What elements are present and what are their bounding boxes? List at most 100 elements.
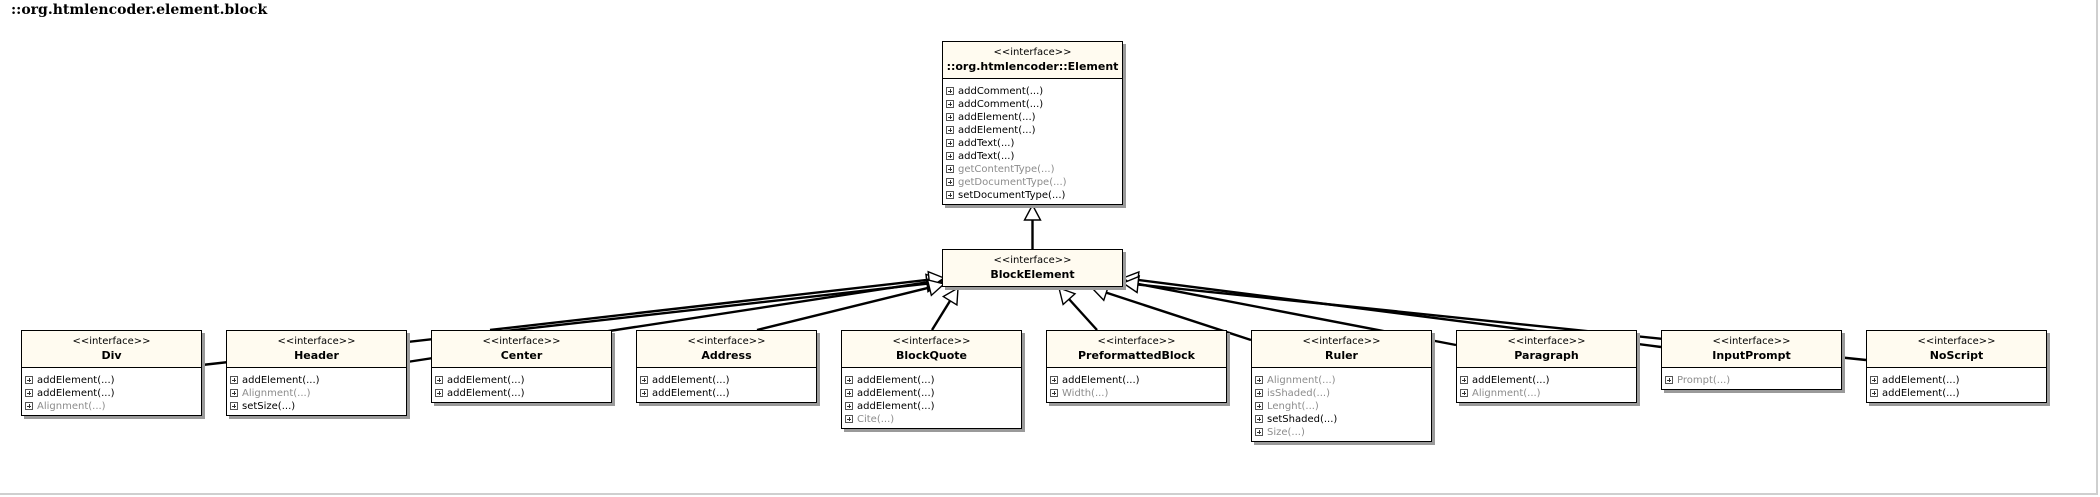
expand-plus-icon[interactable]	[230, 402, 238, 410]
expand-plus-icon[interactable]	[1050, 376, 1058, 384]
operation-row[interactable]: Alignment(...)	[230, 387, 406, 400]
operation-row[interactable]: addElement(...)	[1870, 374, 2046, 387]
operation-row[interactable]: setSize(...)	[230, 400, 406, 413]
operations-compartment: addElement(...)Alignment(...)setSize(...…	[227, 368, 406, 415]
expand-plus-icon[interactable]	[640, 389, 648, 397]
expand-plus-icon[interactable]	[435, 389, 443, 397]
operation-row[interactable]: Size(...)	[1255, 426, 1431, 439]
operation-row[interactable]: addElement(...)	[435, 374, 611, 387]
expand-plus-icon[interactable]	[1870, 389, 1878, 397]
class-box-noscript[interactable]: <<interface>>NoScript addElement(...)addE…	[1866, 330, 2047, 403]
expand-plus-icon[interactable]	[1255, 415, 1263, 423]
operation-row[interactable]: Cite(...)	[845, 413, 1021, 426]
expand-plus-icon[interactable]	[1255, 428, 1263, 436]
generalization-line-address[interactable]	[756, 286, 930, 332]
generalization-line-preformattedblock[interactable]	[1068, 298, 1098, 331]
operation-row[interactable]: Width(...)	[1050, 387, 1226, 400]
expand-plus-icon[interactable]	[946, 113, 954, 121]
operation-row[interactable]: addElement(...)	[640, 387, 816, 400]
generalization-line-blockquote[interactable]	[930, 300, 952, 331]
expand-plus-icon[interactable]	[1665, 376, 1673, 384]
expand-plus-icon[interactable]	[230, 376, 238, 384]
operation-row[interactable]: addElement(...)	[1870, 387, 2046, 400]
stereotype-label: <<interface>>	[277, 336, 356, 347]
expand-plus-icon[interactable]	[946, 152, 954, 160]
operations-compartment: addElement(...)addElement(...)	[637, 368, 816, 402]
operation-row[interactable]: Lenght(...)	[1255, 400, 1431, 413]
operation-row[interactable]: addElement(...)	[1050, 374, 1226, 387]
operation-row[interactable]: Alignment(...)	[25, 400, 201, 413]
expand-plus-icon[interactable]	[640, 376, 648, 384]
expand-plus-icon[interactable]	[1255, 402, 1263, 410]
package-title: ::org.htmlencoder.element.block	[11, 2, 268, 18]
expand-plus-icon[interactable]	[946, 139, 954, 147]
operation-label: getDocumentType(...)	[958, 177, 1067, 188]
class-box-blockelement[interactable]: <<interface>>BlockElement	[942, 249, 1123, 287]
operation-row[interactable]: Alignment(...)	[1460, 387, 1636, 400]
expand-plus-icon[interactable]	[1255, 389, 1263, 397]
operation-row[interactable]: isShaded(...)	[1255, 387, 1431, 400]
stereotype-label: <<interface>>	[993, 47, 1072, 58]
operation-row[interactable]: addElement(...)	[946, 111, 1122, 124]
operation-row[interactable]: addElement(...)	[25, 387, 201, 400]
operation-row[interactable]: addElement(...)	[25, 374, 201, 387]
class-header: <<interface>>NoScript	[1867, 331, 2046, 368]
expand-plus-icon[interactable]	[946, 126, 954, 134]
expand-plus-icon[interactable]	[845, 376, 853, 384]
operation-row[interactable]: addText(...)	[946, 137, 1122, 150]
expand-plus-icon[interactable]	[845, 402, 853, 410]
expand-plus-icon[interactable]	[1050, 389, 1058, 397]
operation-row[interactable]: Alignment(...)	[1255, 374, 1431, 387]
operation-row[interactable]: setDocumentType(...)	[946, 189, 1122, 202]
operation-row[interactable]: addElement(...)	[845, 387, 1021, 400]
operation-row[interactable]: addComment(...)	[946, 98, 1122, 111]
operation-row[interactable]: addText(...)	[946, 150, 1122, 163]
expand-plus-icon[interactable]	[946, 87, 954, 95]
expand-plus-icon[interactable]	[946, 100, 954, 108]
operation-row[interactable]: addElement(...)	[230, 374, 406, 387]
operation-row[interactable]: addElement(...)	[640, 374, 816, 387]
operation-row[interactable]: addElement(...)	[435, 387, 611, 400]
operation-row[interactable]: addElement(...)	[845, 400, 1021, 413]
expand-plus-icon[interactable]	[25, 389, 33, 397]
expand-plus-icon[interactable]	[845, 415, 853, 423]
expand-plus-icon[interactable]	[230, 389, 238, 397]
expand-plus-icon[interactable]	[435, 376, 443, 384]
operation-row[interactable]: getDocumentType(...)	[946, 176, 1122, 189]
operation-row[interactable]: addElement(...)	[946, 124, 1122, 137]
expand-plus-icon[interactable]	[1460, 389, 1468, 397]
operation-row[interactable]: addElement(...)	[1460, 374, 1636, 387]
expand-plus-icon[interactable]	[25, 402, 33, 410]
operation-label: setDocumentType(...)	[958, 190, 1066, 201]
operation-row[interactable]: Prompt(...)	[1665, 374, 1841, 387]
operation-row[interactable]: setShaded(...)	[1255, 413, 1431, 426]
operations-compartment: addElement(...)addElement(...)addElement…	[842, 368, 1021, 428]
expand-plus-icon[interactable]	[946, 191, 954, 199]
class-name: ::org.htmlencoder::Element	[946, 60, 1119, 73]
expand-plus-icon[interactable]	[25, 376, 33, 384]
expand-plus-icon[interactable]	[1870, 376, 1878, 384]
operation-label: addElement(...)	[652, 388, 730, 399]
expand-plus-icon[interactable]	[1460, 376, 1468, 384]
operation-row[interactable]: getContentType(...)	[946, 163, 1122, 176]
operation-row[interactable]: addElement(...)	[845, 374, 1021, 387]
expand-plus-icon[interactable]	[845, 389, 853, 397]
expand-plus-icon[interactable]	[946, 178, 954, 186]
expand-plus-icon[interactable]	[1255, 376, 1263, 384]
operation-row[interactable]: addComment(...)	[946, 85, 1122, 98]
stereotype-label: <<interface>>	[687, 336, 766, 347]
expand-plus-icon[interactable]	[946, 165, 954, 173]
generalization-line-center[interactable]	[489, 278, 930, 332]
stereotype-label: <<interface>>	[993, 255, 1072, 266]
